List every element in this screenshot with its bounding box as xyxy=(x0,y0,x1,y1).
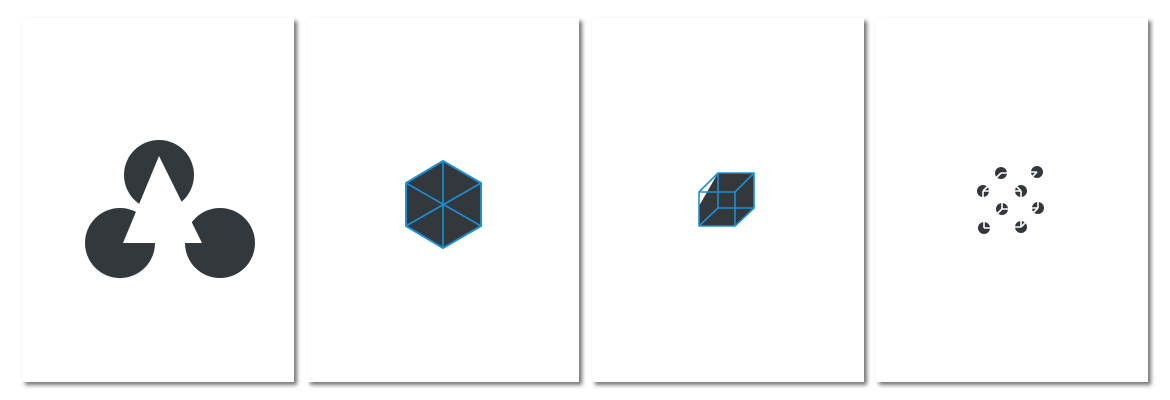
kanizsa-triangle-icon xyxy=(85,140,255,278)
wireframe-cube-icon xyxy=(698,172,755,227)
dot-cutouts xyxy=(982,171,1039,229)
card-wireframe-cube xyxy=(592,18,864,382)
cube-edge-tl xyxy=(698,172,719,193)
hexagon-diagonal-3 xyxy=(405,182,482,227)
cube-front-face xyxy=(698,191,736,227)
card-hexagon-cube xyxy=(307,18,579,382)
illusory-triangle xyxy=(123,156,202,243)
hexagon-cube-icon xyxy=(405,160,482,249)
cube-edge-bl xyxy=(698,207,719,227)
cube-edge-br xyxy=(734,207,755,227)
pacman-disc-right xyxy=(185,208,255,278)
card-kanizsa-triangle xyxy=(22,18,294,382)
pacman-dots xyxy=(977,166,1044,234)
cube-edge-tr xyxy=(734,172,755,193)
card-pacman-dots-cube xyxy=(876,18,1148,382)
pacman-dots-cube-icon xyxy=(977,166,1044,234)
cube-back-face xyxy=(717,172,755,209)
